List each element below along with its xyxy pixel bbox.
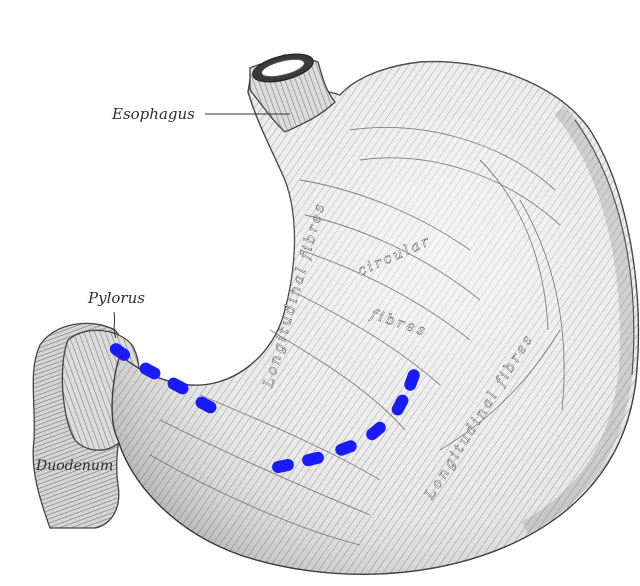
- curvature-marker-dash: [404, 369, 420, 391]
- pylorus-label: Pylorus: [87, 289, 145, 307]
- pylorus-marker-dash: [109, 343, 131, 361]
- pylorus-leader: [113, 311, 117, 339]
- curvature-marker-dash: [302, 451, 324, 467]
- curvature-marker-dash: [335, 440, 357, 456]
- esophagus-label: Esophagus: [111, 105, 195, 123]
- pylorus-marker-dash: [139, 362, 161, 380]
- pylorus-marker-dash: [167, 377, 189, 395]
- blue-dashed-markers: [109, 343, 420, 474]
- curvature-marker-dash: [366, 421, 386, 441]
- curvature-marker-dash: [272, 458, 294, 474]
- duodenum-label: Duodenum: [35, 458, 113, 474]
- curvature-marker-dash: [391, 394, 409, 416]
- pylorus-marker-dash: [195, 396, 217, 414]
